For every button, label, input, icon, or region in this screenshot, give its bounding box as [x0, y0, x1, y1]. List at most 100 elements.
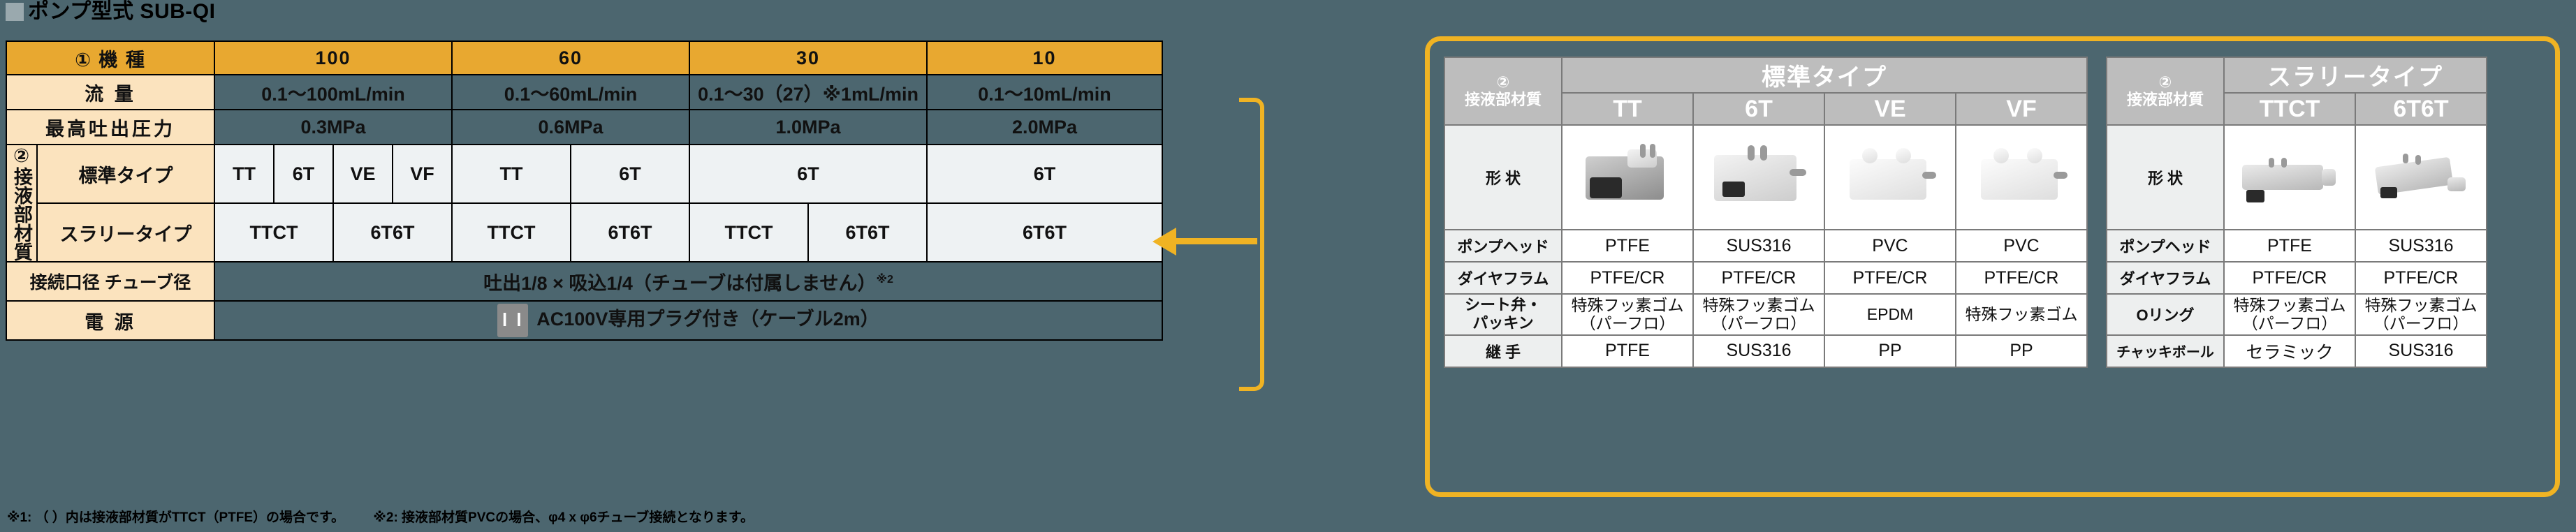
- page-title-text: ポンプ型式 SUB-QI: [28, 0, 216, 23]
- slr-cell-6: 6T6T: [926, 202, 1164, 263]
- std-cell-4: TT: [451, 144, 571, 204]
- yellow-arrow-connector: [1146, 98, 1264, 391]
- table-row-column-header: TTCT 6T6T: [2107, 92, 2487, 126]
- slr-diaphragm-ttct: PTFE/CR: [2223, 261, 2356, 295]
- pressure-30: 1.0MPa: [689, 109, 928, 145]
- slr-cell-3: 6T6T: [569, 202, 691, 263]
- slr-pumphead-6t6t: SUS316: [2355, 229, 2487, 263]
- table-row-pump-head: ポンプヘッド PTFE SUS316 PVC PVC: [1444, 229, 2088, 263]
- row-label-shape-slurry: 形 状: [2106, 124, 2225, 230]
- row-label-joint: 継 手: [1444, 334, 1563, 368]
- table-row-slurry-type: スラリータイプ TTCT 6T6T TTCT 6T6T TTCT 6T6T 6T…: [6, 202, 1164, 263]
- header-model-60: 60: [451, 40, 691, 75]
- standard-type-material-table: ② 接液部材質 標準タイプ TT 6T VE VF 形 状: [1444, 57, 2088, 368]
- power-value: AC100V専用プラグ付き（ケーブル2m）: [536, 309, 879, 330]
- vertical-label-wetted-material: ②接液部材質: [6, 144, 38, 263]
- std-seatvalve-6t: 特殊フッ素ゴム （パーフロ）: [1692, 293, 1825, 336]
- table-row-seat-valve: シート弁・ パッキン 特殊フッ素ゴム （パーフロ） 特殊フッ素ゴム （パーフロ）…: [1444, 293, 2088, 336]
- slurry-type-material-table: ② 接液部材質 スラリータイプ TTCT 6T6T 形 状: [2106, 57, 2487, 368]
- std-joint-ve: PP: [1824, 334, 1956, 368]
- slr-cell-5: 6T6T: [807, 202, 928, 263]
- row-label-o-ring: Oリング: [2106, 293, 2225, 336]
- corner-label-text: 接液部材質: [1464, 90, 1542, 108]
- pressure-60: 0.6MPa: [451, 109, 691, 145]
- corner-label-wetted-material-slurry: ② 接液部材質: [2106, 57, 2225, 126]
- pump-spec-table: ① 機 種 100 60 30 10 流 量 0.1～100mL/min 0.1…: [6, 40, 1164, 341]
- pump-photo-ve: [1824, 124, 1956, 230]
- row-label-flow: 流 量: [6, 74, 215, 110]
- row-label-pressure: 最高吐出圧力: [6, 109, 215, 145]
- arrow-stem: [1173, 238, 1257, 244]
- table-row-shape: 形 状: [1444, 124, 2088, 230]
- pump-photo-vf: [1955, 124, 2088, 230]
- header-model-30: 30: [689, 40, 928, 75]
- row-label-shape: 形 状: [1444, 124, 1563, 230]
- flow-100: 0.1～100mL/min: [214, 74, 453, 110]
- std-seatvalve-vf: 特殊フッ素ゴム: [1955, 293, 2088, 336]
- row-label-slurry-type: スラリータイプ: [36, 202, 215, 263]
- slr-diaphragm-6t6t: PTFE/CR: [2355, 261, 2487, 295]
- std-joint-6t: SUS316: [1692, 334, 1825, 368]
- std-pumphead-6t: SUS316: [1692, 229, 1825, 263]
- std-pumphead-tt: PTFE: [1561, 229, 1694, 263]
- slr-cell-2: TTCT: [451, 202, 571, 263]
- pump-ve-illustration: [1838, 141, 1942, 214]
- row-label-diaphragm-slurry: ダイヤフラム: [2106, 261, 2225, 295]
- std-seatvalve-tt: 特殊フッ素ゴム （パーフロ）: [1561, 293, 1694, 336]
- table-row-check-ball: チャッキボール セラミック SUS316: [2106, 334, 2487, 368]
- group-title-standard: 標準タイプ: [1561, 57, 2088, 94]
- col-header-6t6t: 6T6T: [2355, 92, 2487, 126]
- corner-label-sup-slurry: ②: [2158, 73, 2172, 91]
- connection-footnote-mark: ※2: [876, 273, 893, 286]
- table-row-diaphragm: ダイヤフラム PTFE/CR PTFE/CR: [2106, 261, 2487, 295]
- row-label-power: 電 源: [6, 300, 215, 341]
- std-joint-tt: PTFE: [1561, 334, 1694, 368]
- flow-60: 0.1～60mL/min: [451, 74, 691, 110]
- footnotes: ※1: （ ）内は接液部材質がTTCT（PTFE）の場合です。 ※2: 接液部材…: [7, 507, 779, 526]
- std-diaphragm-ve: PTFE/CR: [1824, 261, 1956, 295]
- table-row-header: ① 機 種 100 60 30 10: [6, 40, 1164, 75]
- corner-label-sup: ②: [1496, 73, 1510, 91]
- std-pumphead-vf: PVC: [1955, 229, 2088, 263]
- slr-checkball-6t6t: SUS316: [2355, 334, 2487, 368]
- std-cell-3: VF: [392, 144, 453, 204]
- corner-label-text-slurry: 接液部材質: [2126, 90, 2204, 108]
- corner-label-wetted-material: ② 接液部材質: [1444, 57, 1563, 126]
- material-detail-panel: ② 接液部材質 標準タイプ TT 6T VE VF 形 状: [1425, 36, 2560, 497]
- std-cell-0: TT: [214, 144, 275, 204]
- col-header-vf: VF: [1955, 92, 2088, 126]
- slr-checkball-ttct: セラミック: [2223, 334, 2356, 368]
- std-cell-7: 6T: [926, 144, 1164, 204]
- std-diaphragm-vf: PTFE/CR: [1955, 261, 2088, 295]
- pump-6t6t-illustration: [2369, 141, 2473, 214]
- table-row-standard-type: ②接液部材質 標準タイプ TT 6T VE VF TT 6T 6T 6T: [6, 144, 1164, 263]
- pump-ttct-illustration: [2238, 141, 2341, 214]
- footnote-1: ※1: （ ）内は接液部材質がTTCT（PTFE）の場合です。: [7, 510, 345, 525]
- arrow-head-icon: [1152, 228, 1176, 256]
- pump-photo-ttct: [2223, 124, 2356, 230]
- flow-30: 0.1～30（27）※1mL/min: [689, 74, 928, 110]
- pump-photo-6t6t: [2355, 124, 2487, 230]
- pump-6t-illustration: [1707, 141, 1810, 214]
- slr-cell-0: TTCT: [214, 202, 334, 263]
- slr-oring-ttct: 特殊フッ素ゴム （パーフロ）: [2223, 293, 2356, 336]
- footnote-2: ※2: 接液部材質PVCの場合、φ4 x φ6チューブ接続となります。: [373, 510, 754, 525]
- page-title: ポンプ型式 SUB-QI: [6, 1, 215, 22]
- pump-photo-tt: [1561, 124, 1694, 230]
- row-label-pump-head: ポンプヘッド: [1444, 229, 1563, 263]
- slr-pumphead-ttct: PTFE: [2223, 229, 2356, 263]
- col-header-ve: VE: [1824, 92, 1956, 126]
- table-row-group-header: ② 接液部材質 標準タイプ: [1444, 57, 2088, 126]
- pump-tt-illustration: [1576, 141, 1679, 214]
- flow-10: 0.1～10mL/min: [926, 74, 1164, 110]
- slr-oring-6t6t: 特殊フッ素ゴム （パーフロ）: [2355, 293, 2487, 336]
- std-cell-5: 6T: [569, 144, 691, 204]
- std-pumphead-ve: PVC: [1824, 229, 1956, 263]
- group-title-slurry: スラリータイプ: [2223, 57, 2487, 94]
- col-header-tt: TT: [1561, 92, 1694, 126]
- header-model-100: 100: [214, 40, 453, 75]
- table-row-group-header: ② 接液部材質 スラリータイプ: [2106, 57, 2487, 126]
- row-label-seat-valve: シート弁・ パッキン: [1444, 293, 1563, 336]
